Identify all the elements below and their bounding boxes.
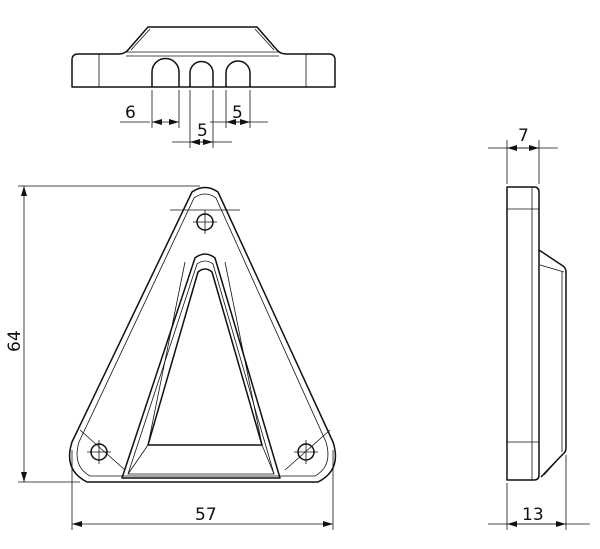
dim-slot-gap-middle: 5 (197, 121, 208, 141)
slot-3 (225, 60, 251, 87)
mounting-hole-left (87, 440, 111, 464)
top-view: 6 5 5 (71, 26, 336, 148)
dim-width: 57 (195, 505, 217, 525)
side-view: 7 13 (488, 126, 590, 530)
front-view: 64 57 (5, 185, 337, 530)
mounting-hole-right (294, 440, 318, 464)
mounting-hole-top (193, 210, 217, 234)
dim-slot-width-right: 5 (232, 103, 243, 123)
dim-total-thickness: 13 (522, 505, 544, 525)
dim-height: 64 (5, 330, 25, 352)
dim-plate-thickness: 7 (518, 126, 529, 146)
slot-1 (151, 57, 180, 87)
slot-2 (189, 60, 214, 87)
dim-slot-width-left: 6 (125, 103, 136, 123)
